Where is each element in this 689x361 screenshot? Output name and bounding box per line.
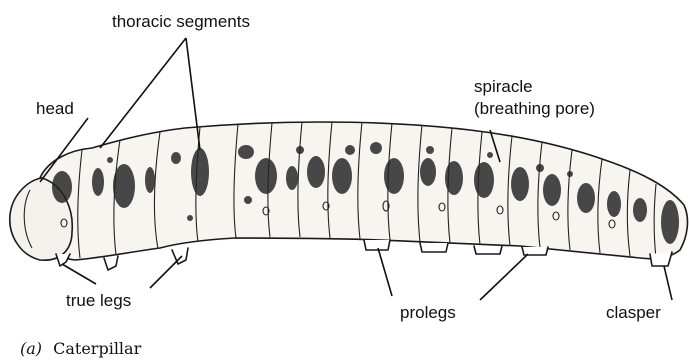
caption-letter: (a) [20,339,42,358]
label-head: head [36,99,74,118]
figure-caption: (a) Caterpillar [20,339,142,358]
label-breathing-pore: (breathing pore) [474,99,595,118]
caption-text: Caterpillar [53,339,141,358]
caterpillar-illustration [10,122,688,270]
label-clasper: clasper [606,303,661,322]
clasper-shape [650,252,672,266]
label-prolegs: prolegs [400,303,456,322]
label-spiracle: spiracle [474,77,533,96]
label-true-legs: true legs [66,291,131,310]
label-thoracic-segments: thoracic segments [112,12,250,31]
